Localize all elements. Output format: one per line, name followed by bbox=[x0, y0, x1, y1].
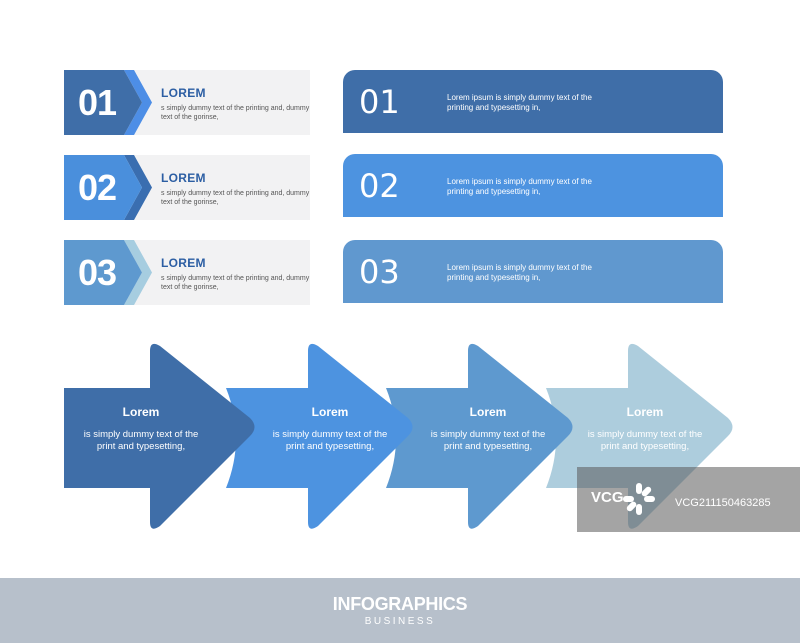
arrow-body: is simply dummy text of the print and ty… bbox=[587, 429, 703, 452]
item-description: s simply dummy text of the printing and,… bbox=[161, 275, 310, 291]
watermark-code: VCG211150463285 bbox=[675, 497, 771, 509]
arrow-title: Lorem bbox=[311, 405, 349, 419]
bar-text: Lorem ipsum is simply dummy text of the … bbox=[447, 93, 592, 112]
bar-number: 03 bbox=[359, 252, 400, 291]
label-panel bbox=[134, 70, 310, 135]
arrow-text-1: Lorem is simply dummy text of the print … bbox=[81, 405, 201, 453]
arrow-body: is simply dummy text of the print and ty… bbox=[272, 429, 388, 452]
arrow-text-3: Lorem is simply dummy text of the print … bbox=[428, 405, 548, 453]
number-chevron bbox=[64, 240, 152, 305]
arrow-shape-2 bbox=[226, 343, 413, 529]
footer: INFOGRAPHICS BUSINESS bbox=[0, 578, 800, 643]
label-row-1: 01 LOREM s simply dummy text of the prin… bbox=[64, 70, 310, 135]
info-bar-1: 01 Lorem ipsum is simply dummy text of t… bbox=[343, 70, 723, 133]
chevron-accent bbox=[124, 240, 152, 305]
footer-subtitle: BUSINESS bbox=[364, 616, 436, 627]
number-chevron bbox=[64, 155, 152, 220]
item-title: LOREM bbox=[161, 256, 206, 270]
arrow-text-2: Lorem is simply dummy text of the print … bbox=[270, 405, 390, 453]
label-panel bbox=[134, 155, 310, 220]
item-number: 03 bbox=[77, 251, 117, 293]
chevron-main bbox=[64, 240, 142, 305]
label-row-2: 02 LOREM s simply dummy text of the prin… bbox=[64, 155, 310, 220]
arrow-title: Lorem bbox=[626, 405, 664, 419]
arrow-title: Lorem bbox=[469, 405, 507, 419]
number-chevron bbox=[64, 70, 152, 135]
arrow-shape-1 bbox=[64, 343, 255, 529]
arrow-shape-3 bbox=[386, 343, 573, 529]
item-description: s simply dummy text of the printing and,… bbox=[161, 105, 310, 121]
vcg-flower-icon bbox=[623, 483, 655, 515]
item-title: LOREM bbox=[161, 86, 206, 100]
bar-text: Lorem ipsum is simply dummy text of the … bbox=[447, 263, 592, 282]
arrow-body: is simply dummy text of the print and ty… bbox=[430, 429, 546, 452]
info-bar-2: 02 Lorem ipsum is simply dummy text of t… bbox=[343, 154, 723, 217]
watermark: VCG VCG211150463285 bbox=[577, 467, 800, 532]
arrow-text-4: Lorem is simply dummy text of the print … bbox=[585, 405, 705, 453]
info-bar-3: 03 Lorem ipsum is simply dummy text of t… bbox=[343, 240, 723, 303]
arrow-sequence bbox=[64, 343, 733, 529]
chevron-accent bbox=[124, 70, 152, 135]
arrow-title: Lorem bbox=[122, 405, 160, 419]
watermark-logo: VCG bbox=[591, 489, 624, 506]
label-row-3: 03 LOREM s simply dummy text of the prin… bbox=[64, 240, 310, 305]
arrow-body: is simply dummy text of the print and ty… bbox=[83, 429, 199, 452]
chevron-accent bbox=[124, 155, 152, 220]
item-number: 02 bbox=[77, 166, 117, 208]
chevron-main bbox=[64, 155, 142, 220]
item-description: s simply dummy text of the printing and,… bbox=[161, 190, 310, 206]
item-number: 01 bbox=[77, 81, 117, 123]
bar-number: 01 bbox=[359, 82, 400, 121]
chevron-main bbox=[64, 70, 142, 135]
label-panel bbox=[134, 240, 310, 305]
footer-title: INFOGRAPHICS bbox=[332, 594, 468, 614]
item-title: LOREM bbox=[161, 171, 206, 185]
bar-text: Lorem ipsum is simply dummy text of the … bbox=[447, 177, 592, 196]
bar-number: 02 bbox=[359, 166, 400, 205]
